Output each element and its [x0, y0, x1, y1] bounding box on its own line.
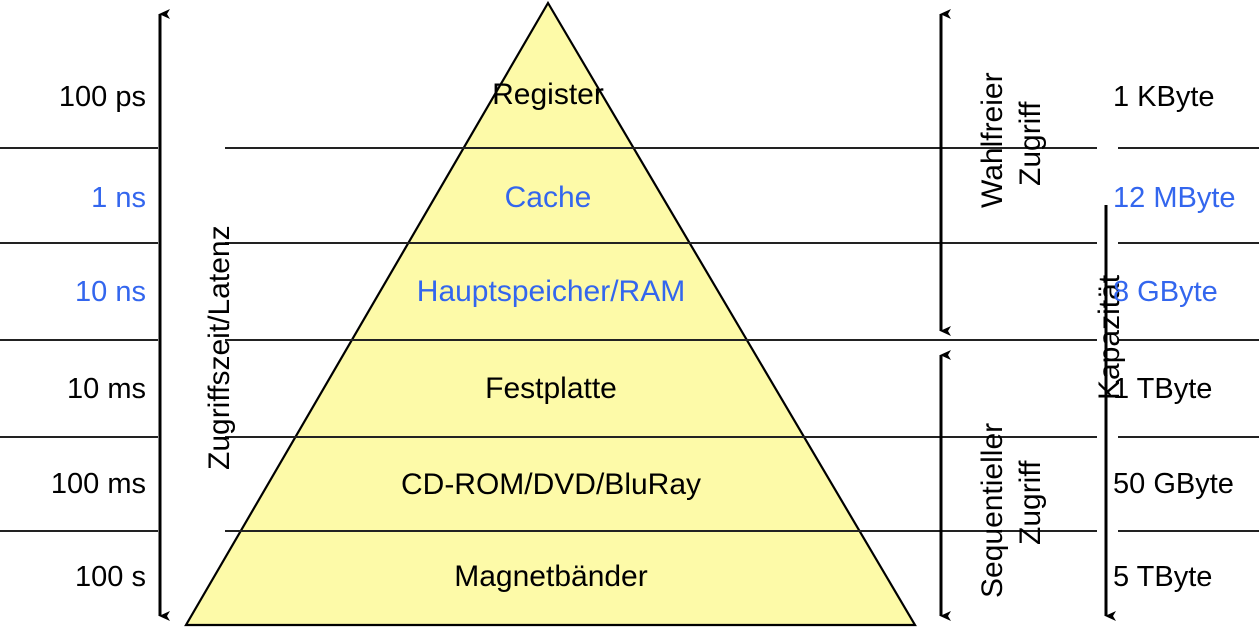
random-access-label-line2: Zugriff [1014, 101, 1047, 186]
sequential-access-label-line2: Zugriff [1014, 460, 1047, 545]
latency-value-register: 100 ps [58, 81, 146, 113]
capacity-value-ram: 8 GByte [1113, 276, 1218, 308]
latency-value-cache: 1 ns [91, 182, 146, 214]
random-access-label-line1: Wahlfreier [976, 72, 1009, 208]
tier-label-disk: Festplatte [485, 372, 617, 405]
sequential-access-label-line1: Sequentieller [976, 422, 1009, 598]
tier-label-tape: Magnetbänder [454, 560, 648, 593]
capacity-value-tape: 5 TByte [1113, 561, 1213, 593]
latency-value-tape: 100 s [75, 561, 146, 593]
capacity-value-optical: 50 GByte [1113, 468, 1234, 500]
latency-axis-label: Zugriffszeit/Latenz [203, 225, 236, 470]
latency-value-ram: 10 ns [75, 276, 146, 308]
divider-lines [0, 147, 1259, 532]
pyramid-shape [184, 0, 917, 627]
tier-label-ram: Hauptspeicher/RAM [416, 275, 686, 308]
latency-value-disk: 10 ms [67, 373, 146, 405]
tier-label-register: Register [492, 78, 604, 111]
tier-label-optical: CD-ROM/DVD/BluRay [400, 468, 702, 501]
latency-value-optical: 100 ms [50, 468, 146, 500]
tier-label-cache: Cache [504, 181, 592, 214]
capacity-value-disk: 1 TByte [1113, 373, 1213, 405]
capacity-value-register: 1 KByte [1113, 81, 1215, 113]
capacity-value-cache: 12 MByte [1113, 182, 1236, 214]
